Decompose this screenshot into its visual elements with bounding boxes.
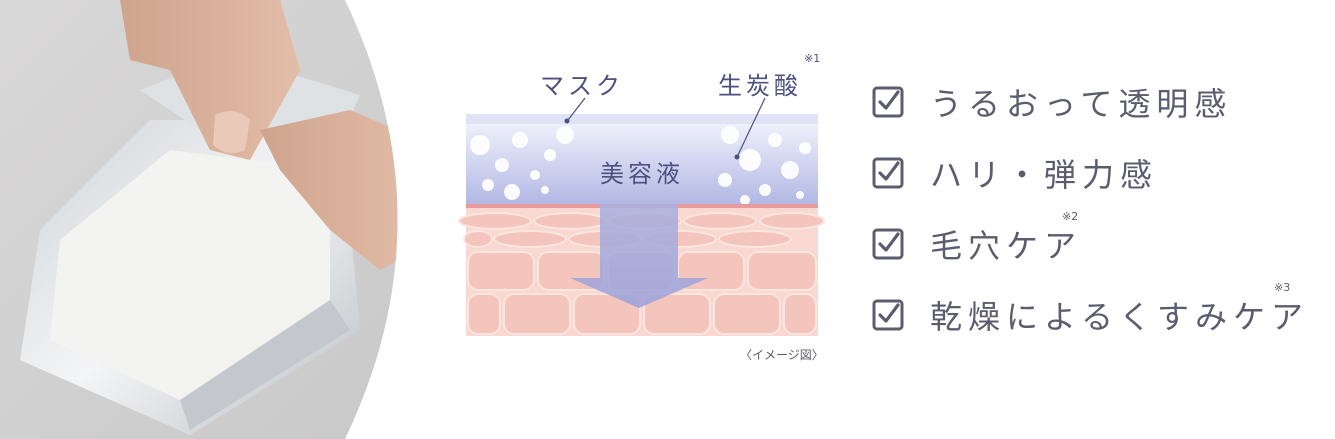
- mask-layer: [466, 114, 818, 124]
- benefit-text: うるおって透明感: [930, 84, 1233, 123]
- list-item: 毛穴ケア ※2: [872, 208, 1312, 279]
- benefit-list: うるおって透明感 ハリ・弾力感 毛穴ケア ※2 乾燥によるくすみケア ※3: [872, 66, 1312, 350]
- diagram-caption: 〈イメージ図〉: [740, 348, 824, 362]
- label-serum: 美容液: [600, 160, 684, 188]
- benefit-text: ハリ・弾力感: [930, 155, 1159, 194]
- list-item: 乾燥によるくすみケア ※3: [872, 279, 1312, 350]
- penetration-arrow: [570, 204, 708, 308]
- product-photo: [0, 0, 440, 439]
- benefit-text: 毛穴ケア: [930, 226, 1083, 265]
- checkbox-icon: [872, 157, 904, 188]
- label-mask: マスク: [540, 72, 624, 100]
- checkbox-icon: [872, 299, 904, 330]
- label-co2: 生炭酸: [718, 72, 802, 100]
- checkbox-icon: [872, 228, 904, 259]
- label-co2-note: ※1: [804, 52, 821, 65]
- checkbox-icon: [872, 86, 904, 117]
- list-item: ハリ・弾力感: [872, 137, 1312, 208]
- skin-diagram: マスク 生炭酸 ※1 美容液 〈イメージ図〉: [440, 40, 840, 380]
- benefit-note: ※3: [1274, 281, 1291, 294]
- co2-bubbles: [470, 126, 811, 205]
- benefit-text: 乾燥によるくすみケア: [930, 297, 1310, 336]
- benefit-note: ※2: [1062, 210, 1079, 223]
- list-item: うるおって透明感: [872, 66, 1312, 137]
